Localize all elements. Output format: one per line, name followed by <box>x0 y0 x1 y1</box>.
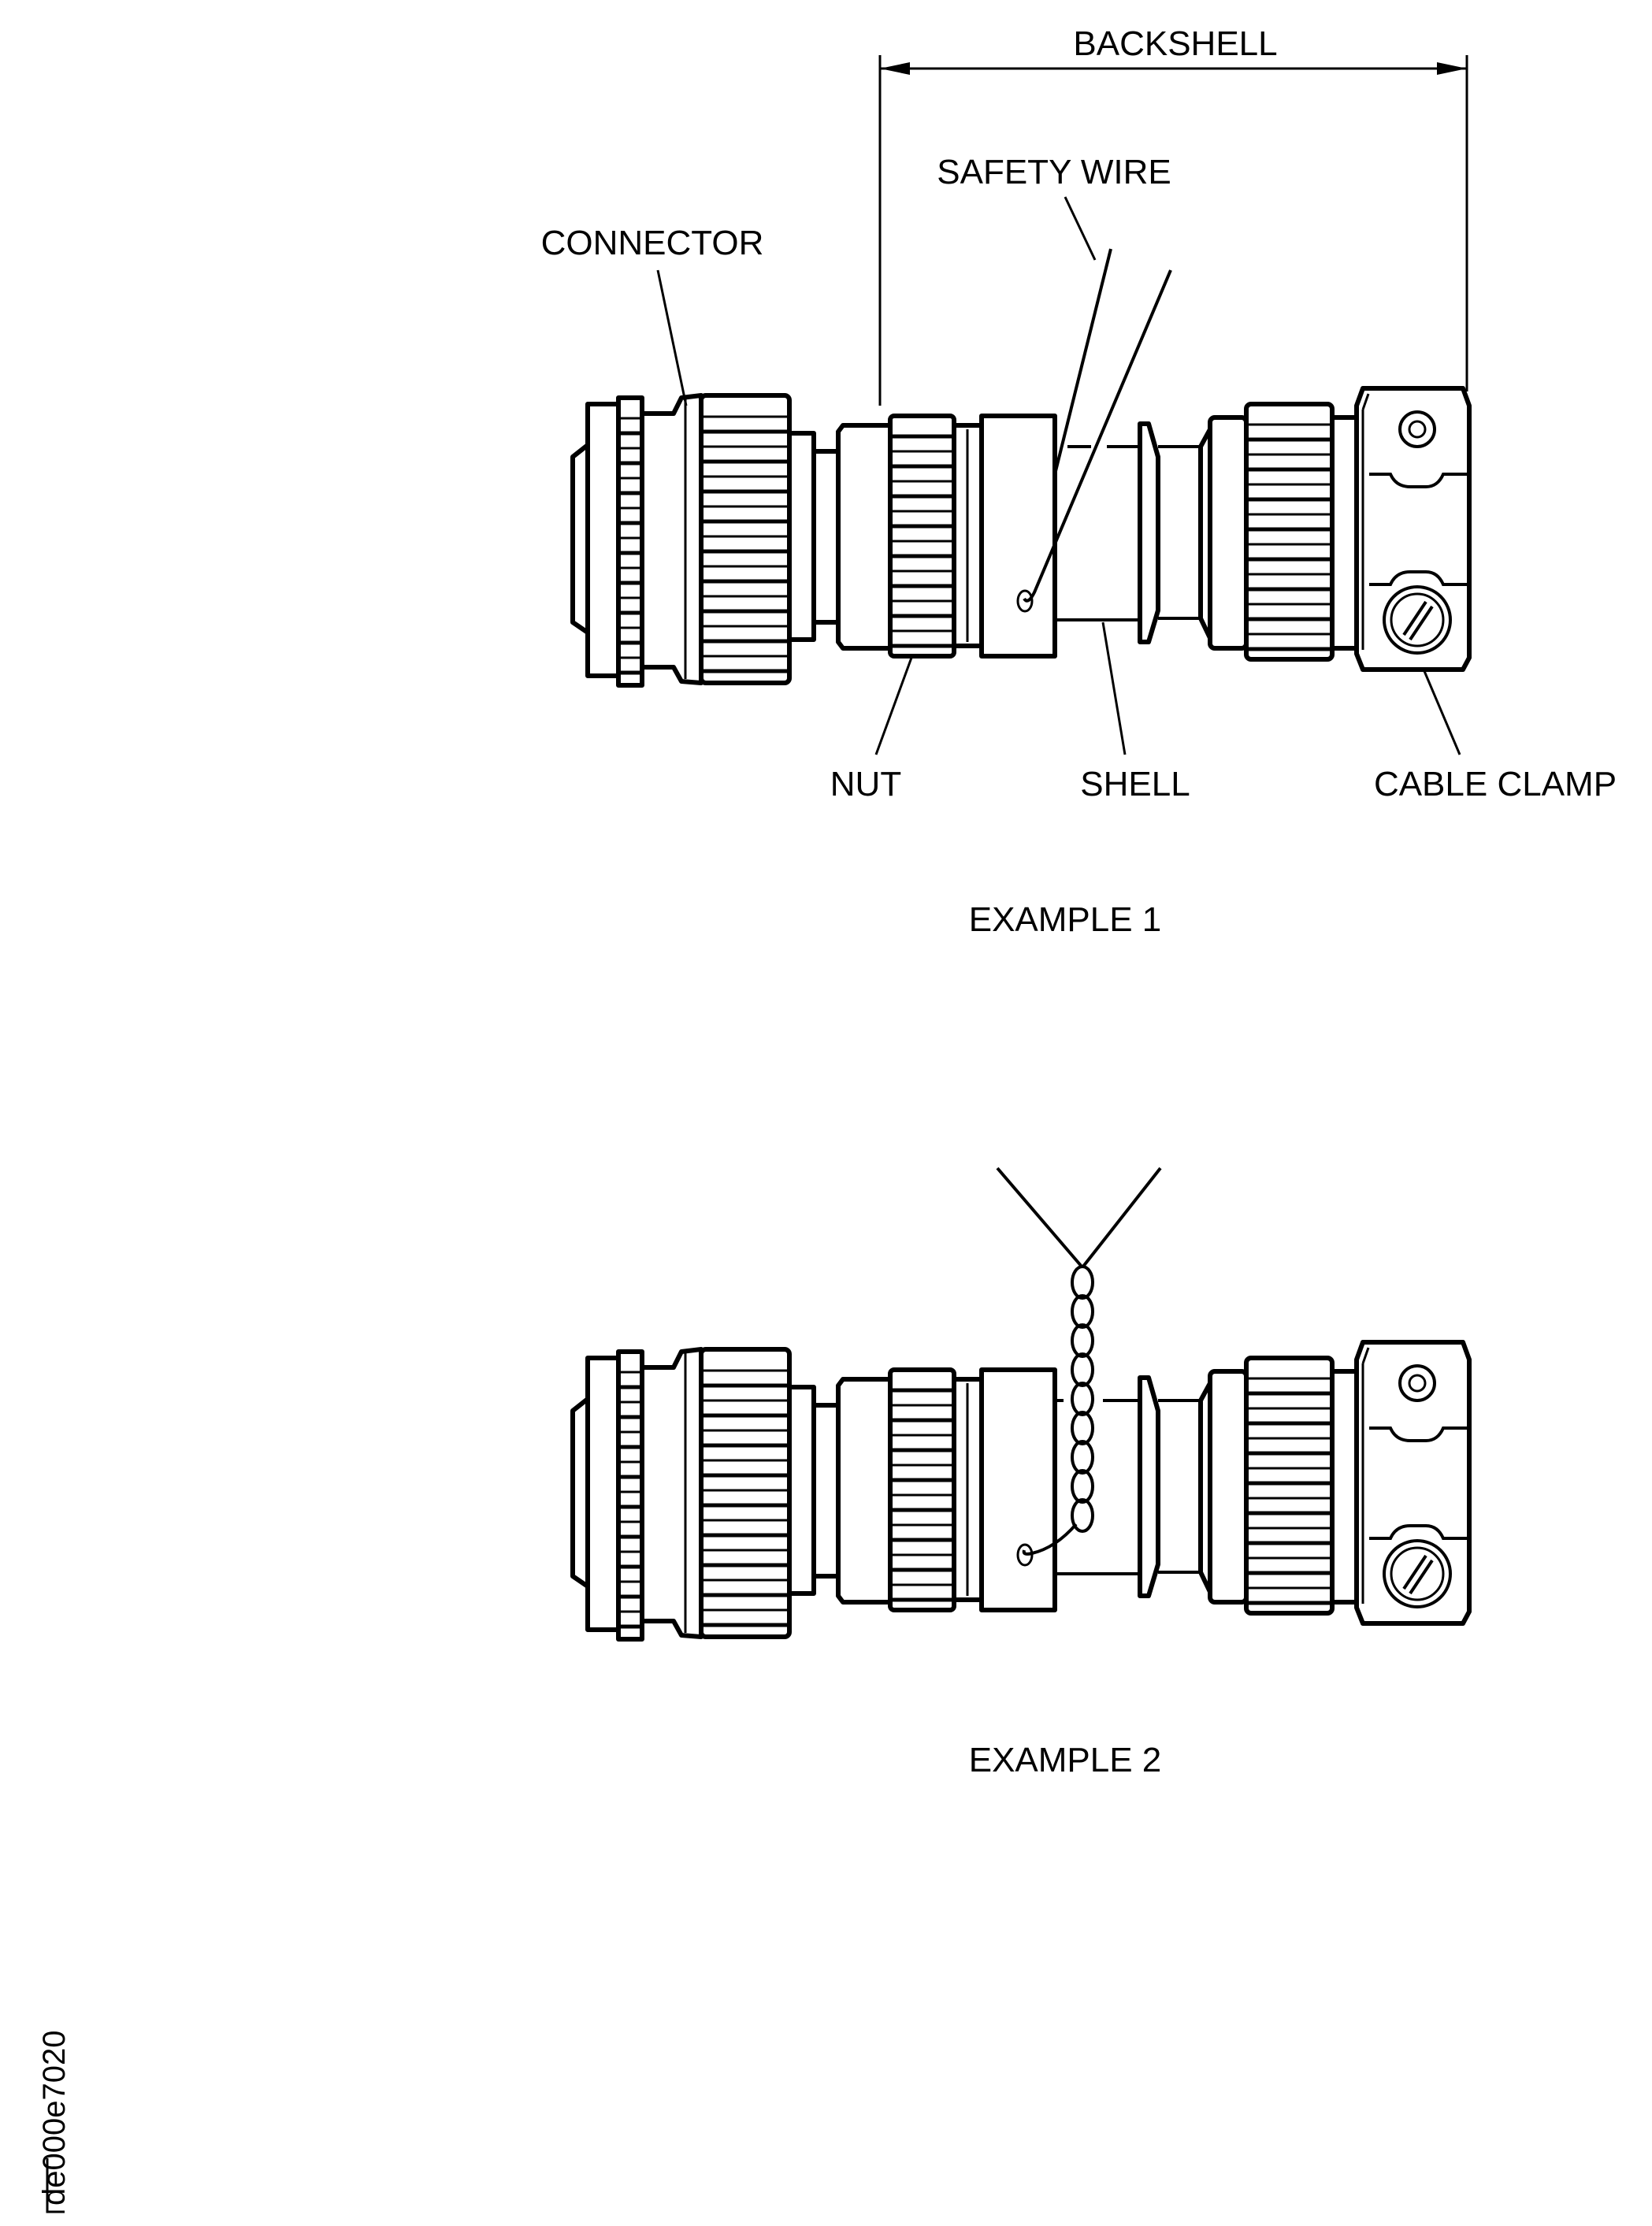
twist-loop <box>1071 1382 1094 1416</box>
figure-code: de000e7020 <box>37 2031 72 2213</box>
twist-loop <box>1071 1469 1094 1504</box>
twist-loop <box>1071 1323 1094 1358</box>
figure-code-text: de000e7020 <box>37 2031 72 2206</box>
twisted-safety-wire <box>1071 1265 1094 1533</box>
nut-label: NUT <box>830 765 901 803</box>
cable-clamp-label: CABLE CLAMP <box>1374 765 1617 803</box>
twist-loop <box>1071 1411 1094 1445</box>
twist-loop <box>1071 1498 1094 1533</box>
twisted-wire-end-right <box>1081 1167 1162 1269</box>
example-1: BACKSHELL SAFETY WIRE CONNECTOR NUT SHEL… <box>541 24 1617 939</box>
twist-loop <box>1071 1440 1094 1475</box>
example-2: EXAMPLE 2 <box>573 1167 1469 1779</box>
example-2-caption: EXAMPLE 2 <box>969 1741 1162 1779</box>
connector-label: CONNECTOR <box>541 224 764 262</box>
safety-wire-line-1 <box>1054 248 1112 472</box>
example-1-caption: EXAMPLE 1 <box>969 900 1162 939</box>
backshell-label: BACKSHELL <box>1073 24 1277 63</box>
twist-loop <box>1071 1265 1094 1300</box>
shell-label: SHELL <box>1080 765 1190 803</box>
safety-wire-line-2 <box>1023 269 1172 603</box>
twisted-wire-end-left <box>996 1167 1084 1269</box>
twist-loop <box>1071 1352 1094 1387</box>
twist-loop <box>1071 1294 1094 1329</box>
safety-wire-label: SAFETY WIRE <box>937 153 1171 191</box>
